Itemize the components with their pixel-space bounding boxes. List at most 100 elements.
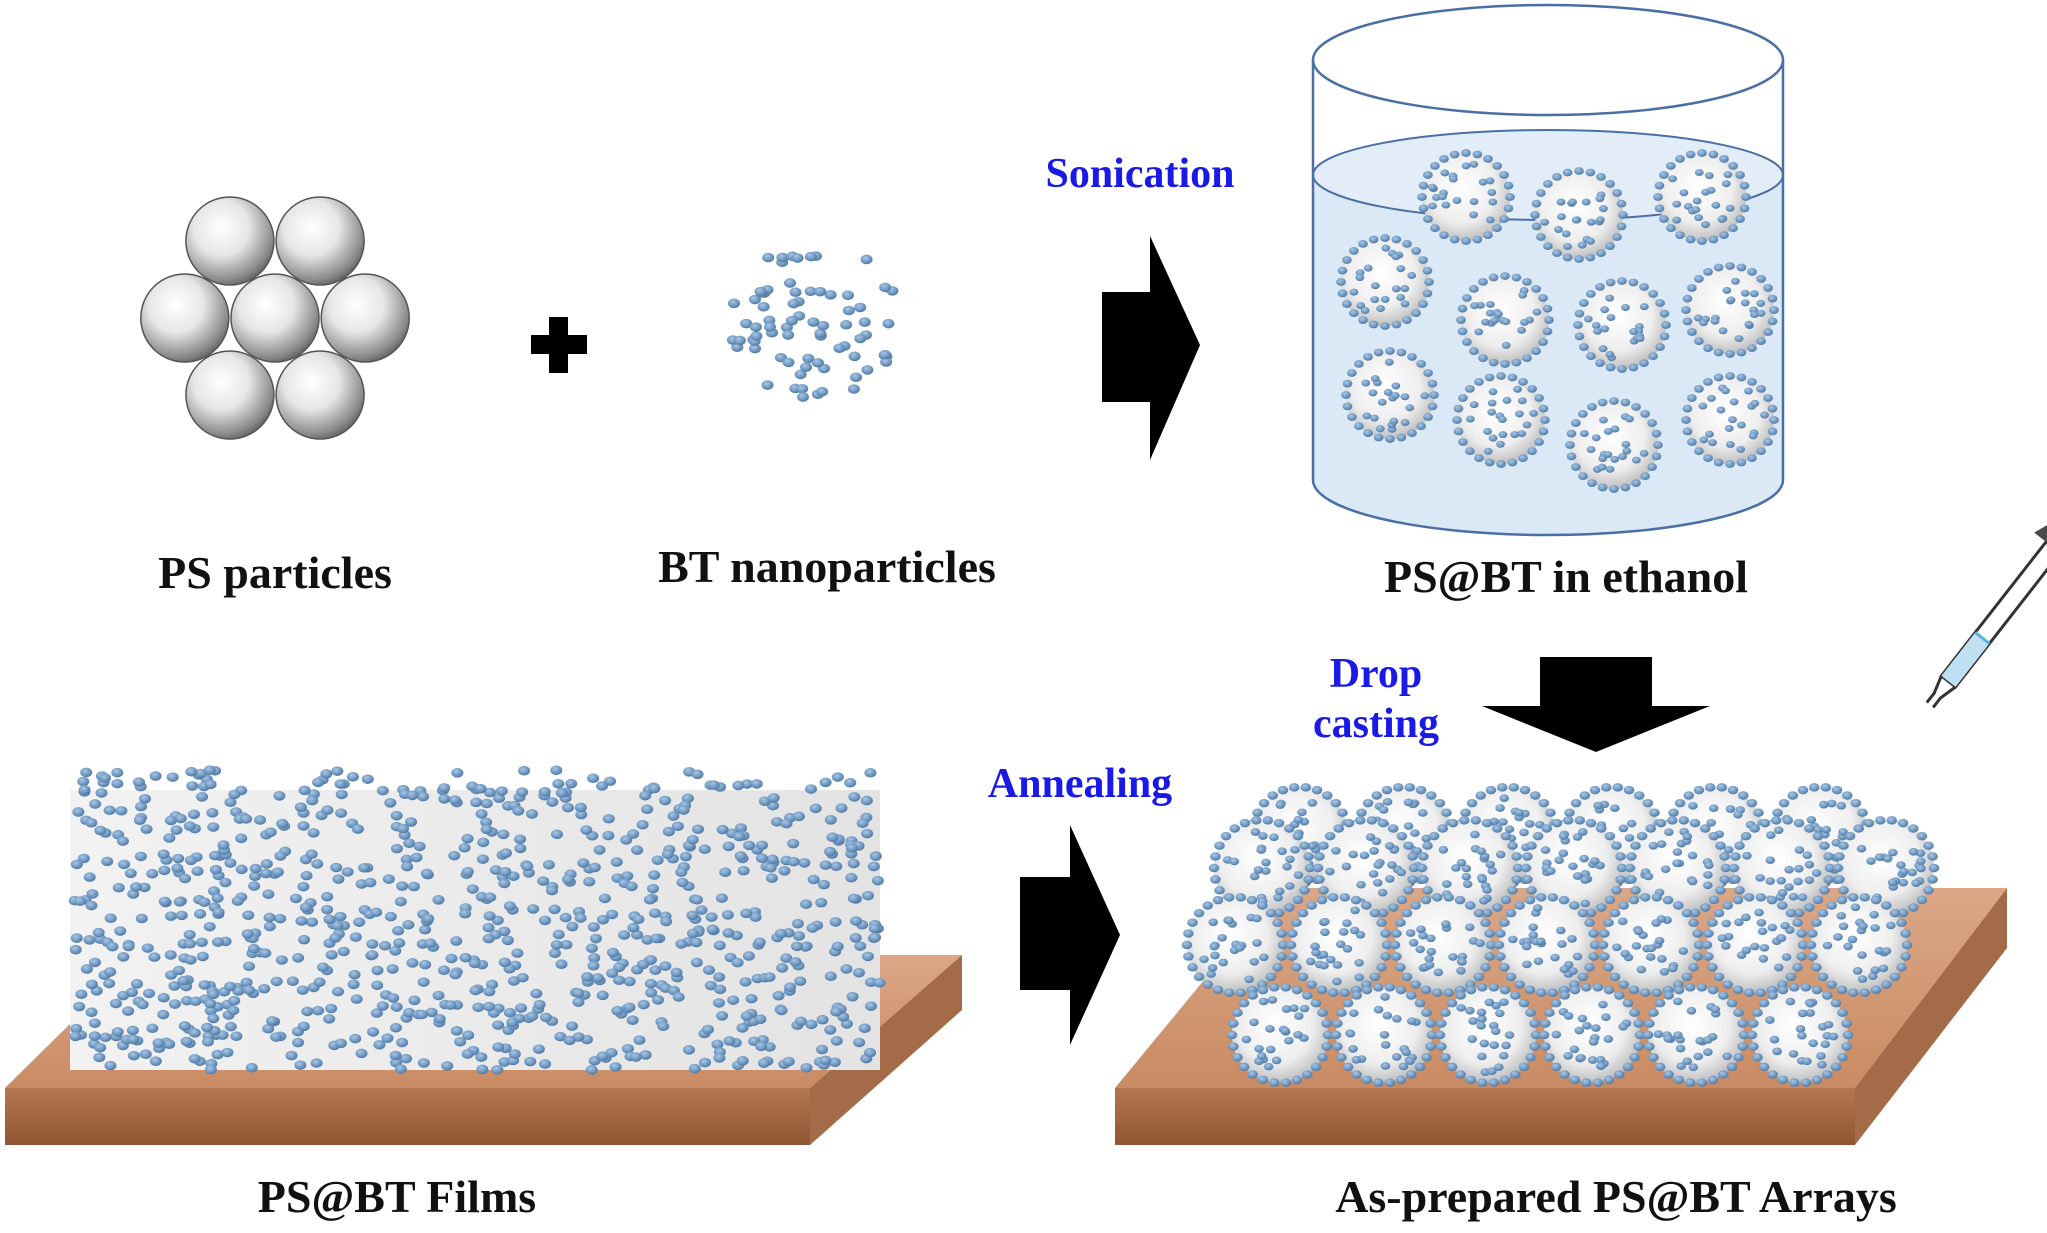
bt-nanoparticle [149,1056,162,1066]
bt-nanoparticle [499,867,512,877]
bt-nanoparticle [1395,963,1406,972]
bt-nanoparticle [767,793,780,803]
bt-nanoparticle [1777,888,1788,897]
bt-nanoparticle [311,859,324,869]
bt-nanoparticle [1272,918,1283,927]
bt-nanoparticle [1767,404,1778,413]
bt-nanoparticle [1572,872,1583,880]
bt-nanoparticle [1434,798,1446,808]
bt-nanoparticle [1659,967,1670,976]
bt-nanoparticle [1807,952,1818,961]
bt-nanoparticle [1567,935,1577,943]
bt-nanoparticle [539,1012,552,1023]
bt-nanoparticle [794,369,807,380]
bt-nanoparticle [1396,868,1407,877]
bt-nanoparticle [312,1005,325,1016]
bt-nanoparticle [1882,854,1893,863]
bt-nanoparticle [1293,871,1304,879]
bt-nanoparticle [1420,392,1430,400]
bt-nanoparticle [714,984,727,995]
bt-nanoparticle [217,840,230,850]
bt-nanoparticle [224,981,237,992]
bt-nanoparticle [706,924,719,935]
bt-nanoparticle [1756,447,1766,455]
bt-nanoparticle [211,1049,224,1060]
bt-nanoparticle [1396,895,1408,905]
bt-nanoparticle [1181,940,1193,950]
bt-nanoparticle [78,785,91,795]
bt-nanoparticle [1429,391,1439,399]
bt-nanoparticle [1908,847,1919,856]
bt-nanoparticle [1294,1012,1304,1020]
bt-nanoparticle [1616,222,1627,231]
bt-nanoparticle [1593,327,1602,335]
bt-nanoparticle [1272,963,1283,972]
bt-nanoparticle [245,1062,258,1073]
bt-nanoparticle [1566,429,1577,438]
dropper-icon [1925,486,2047,709]
bt-nanoparticle [1229,824,1241,833]
bt-nanoparticle [1837,1008,1848,1017]
bt-nanoparticle [532,1044,545,1054]
bt-nanoparticle [1426,1030,1438,1040]
bt-nanoparticle [1372,983,1384,992]
bt-nanoparticle [1704,861,1714,870]
bt-nanoparticle [1739,181,1750,190]
bt-nanoparticle [1756,309,1766,317]
bt-nanoparticle [805,1019,818,1030]
bt-nanoparticle [1381,940,1393,950]
bt-nanoparticle [775,1005,788,1016]
bt-nanoparticle [474,783,487,794]
ps-bt-coated-particle [1417,149,1515,245]
bt-nanoparticle [1859,893,1871,902]
bt-nanoparticle [734,851,747,861]
bt-nanoparticle [1759,943,1770,952]
bt-nanoparticle [209,864,222,875]
bt-nanoparticle [498,926,511,937]
bt-nanoparticle [1776,934,1787,942]
bt-nanoparticle [1672,200,1682,208]
bt-nanoparticle [1874,946,1885,955]
bt-nanoparticle [1687,284,1697,292]
bt-nanoparticle [873,977,886,988]
bt-nanoparticle [1414,1062,1426,1072]
bt-nanoparticle [1356,301,1366,310]
bt-nanoparticle [1297,908,1309,918]
bt-nanoparticle [476,854,489,864]
bt-nanoparticle [1577,828,1588,836]
bt-nanoparticle [1396,265,1406,273]
sonication-arrow [1102,236,1200,460]
bt-nanoparticle [1430,224,1440,232]
bt-nanoparticle [1517,397,1527,405]
bt-nanoparticle [1391,253,1401,261]
ps-bt-coated-particle [1805,893,1913,997]
bt-nanoparticle [130,882,143,892]
bt-nanoparticle [1472,235,1483,244]
bt-nanoparticle [1417,809,1428,817]
bt-nanoparticle [643,894,656,905]
bt-nanoparticle [1769,416,1779,424]
bt-nanoparticle [1543,242,1553,250]
bt-nanoparticle [847,858,860,869]
bt-nanoparticle [1372,878,1383,887]
bt-nanoparticle [1428,202,1437,210]
bt-nanoparticle [173,897,186,907]
bt-nanoparticle [1287,929,1298,938]
bt-nanoparticle [1500,272,1510,280]
bt-nanoparticle [188,809,201,820]
bt-nanoparticle [646,883,659,894]
bt-nanoparticle [1407,271,1417,279]
bt-nanoparticle [1686,1006,1697,1015]
bt-nanoparticle [1666,162,1676,170]
bt-nanoparticle [787,298,800,309]
bt-nanoparticle [1880,980,1892,989]
bt-nanoparticle [1682,832,1693,841]
bt-nanoparticle [1868,972,1878,980]
bt-nanoparticle [1561,230,1571,238]
bt-nanoparticle [511,948,524,958]
bt-nanoparticle [1694,337,1704,345]
bt-nanoparticle [1217,933,1227,942]
bt-nanoparticle [1816,1052,1826,1060]
bt-nanoparticle [98,773,111,783]
bt-nanoparticle [545,885,558,896]
